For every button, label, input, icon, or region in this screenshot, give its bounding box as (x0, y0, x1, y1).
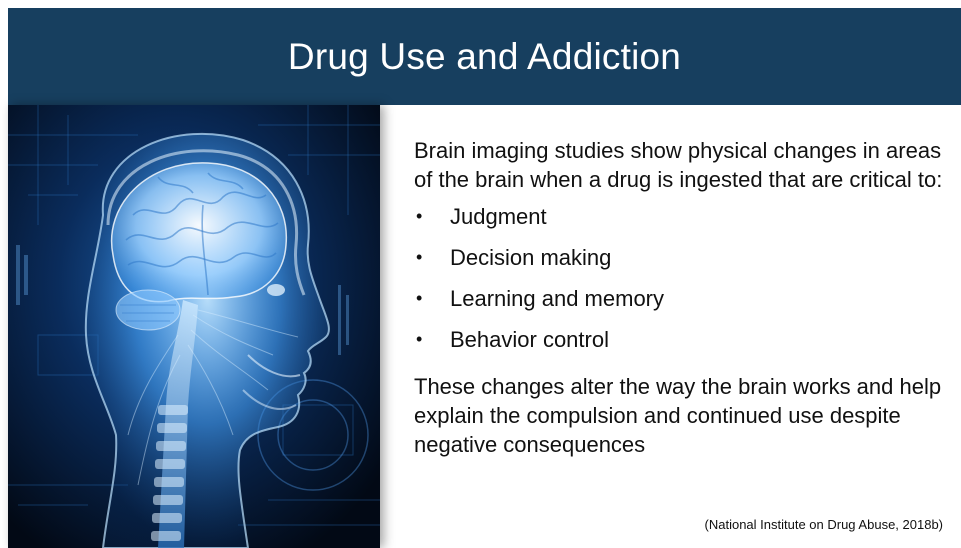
list-item: • Behavior control (414, 325, 949, 366)
citation: (National Institute on Drug Abuse, 2018b… (704, 517, 943, 532)
bullet-dot: • (416, 206, 423, 226)
brain-xray-illustration (8, 105, 380, 548)
list-item: • Decision making (414, 243, 949, 284)
slide-content: Brain imaging studies show physical chan… (414, 136, 949, 459)
bullet-dot: • (416, 247, 423, 267)
list-item: • Judgment (414, 202, 949, 243)
bullet-text: Decision making (450, 245, 612, 270)
slide-title: Drug Use and Addiction (287, 35, 682, 77)
bullet-text: Behavior control (450, 327, 609, 352)
bullet-dot: • (416, 288, 423, 308)
list-item: • Learning and memory (414, 284, 949, 325)
bullet-dot: • (416, 329, 423, 349)
bullet-list: • Judgment • Decision making • Learning … (414, 202, 949, 366)
bullet-text: Learning and memory (450, 286, 665, 311)
conclusion-text: These changes alter the way the brain wo… (414, 374, 942, 457)
brain-xray-image (8, 105, 380, 548)
title-bar: Drug Use and Addiction (8, 8, 961, 105)
intro-text: Brain imaging studies show physical chan… (414, 138, 943, 192)
bullet-text: Judgment (450, 204, 547, 229)
